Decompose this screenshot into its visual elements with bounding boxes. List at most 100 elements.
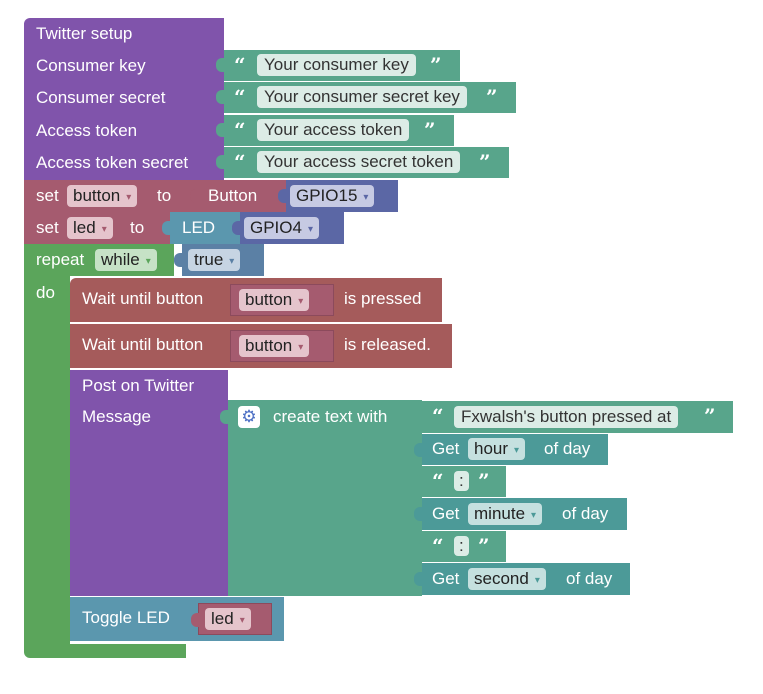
time-unit-dropdown-hour[interactable]: hour▾ [468,438,526,460]
button-var-slot[interactable]: button▾ [230,330,334,362]
variable-dropdown-led[interactable]: led ▾ [205,608,251,630]
colon-text-input[interactable]: : [454,471,469,491]
close-quote-icon: ” [430,53,442,77]
caret-down-icon: ▾ [126,192,132,203]
close-quote-icon: ” [478,534,490,558]
create-text-label: create text with [273,407,388,426]
close-quote-icon: ” [424,118,436,142]
wait-suffix: is released. [344,335,431,354]
connector-notch [414,443,422,457]
set-led-block[interactable]: set led▾ to [24,212,170,244]
set-button-block[interactable]: set button▾ to [24,180,198,212]
connector-notch [162,221,170,235]
post-on-twitter-block[interactable]: Post on Twitter Message [70,370,228,596]
do-label: do [36,283,55,302]
connector-notch [414,507,422,521]
text-block-colon[interactable]: “ : ” [414,466,506,497]
get-hour-block[interactable]: Get hour▾ of day [414,434,608,465]
access-token-secret-text-block[interactable]: “ Your access secret token ” [216,147,509,178]
access-token-input[interactable]: Your access token [257,119,410,141]
connector-notch [414,475,422,489]
toggle-led-block[interactable]: Toggle LED led ▾ [70,597,284,641]
access-token-text-block[interactable]: “ Your access token ” [216,115,454,146]
open-quote-icon: “ [432,469,444,493]
message-text-input[interactable]: Fxwalsh's button pressed at [454,406,679,428]
led-constructor-block[interactable]: LED GPIO4▾ [162,212,344,244]
loop-mode-dropdown[interactable]: while▾ [95,249,157,271]
consumer-key-input[interactable]: Your consumer key [257,54,416,76]
close-quote-icon: ” [478,469,490,493]
led-var-slot[interactable]: led ▾ [191,603,272,635]
get-second-block[interactable]: Get second▾ of day [414,563,630,595]
variable-name: button [245,290,293,309]
open-quote-icon: “ [234,150,246,174]
open-quote-icon: “ [234,85,246,109]
get-minute-block[interactable]: Get minute▾ of day [414,498,627,530]
connector-notch [216,155,224,169]
time-unit-value: second [474,569,529,588]
text-block-prefix[interactable]: “ Fxwalsh's button pressed at ” [414,401,733,433]
connector-notch [190,189,198,203]
get-label: Get [432,504,460,523]
connector-notch [191,613,199,627]
consumer-secret-text-block[interactable]: “ Your consumer secret key ” [216,82,516,113]
variable-dropdown-button[interactable]: button▾ [239,335,310,357]
toggle-label: Toggle LED [82,608,170,627]
variable-dropdown-button[interactable]: button▾ [67,185,138,207]
wait-suffix: is pressed [344,289,422,308]
button-constructor-block[interactable]: Button GPIO15 ▾ [190,180,398,212]
repeat-body-spine [24,276,70,646]
time-unit-value: hour [474,439,509,458]
time-unit-dropdown-minute[interactable]: minute▾ [468,503,543,525]
open-quote-icon: “ [432,404,444,428]
condition-block[interactable]: true▾ [174,244,264,276]
pin-value: GPIO15 [296,186,358,205]
pin-dropdown[interactable]: GPIO4▾ [244,217,319,239]
colon-text-input[interactable]: : [454,536,469,556]
wait-released-block[interactable]: Wait until button button▾ is released. [70,324,452,368]
repeat-while-header[interactable]: repeat while▾ [24,244,174,276]
repeat-footer [24,644,186,658]
of-day-label: of day [544,439,591,458]
button-var-slot[interactable]: button▾ [230,284,334,316]
connector-notch [216,58,224,72]
caret-down-icon: ▾ [363,192,369,203]
open-quote-icon: “ [234,118,246,142]
open-quote-icon: “ [234,53,246,77]
variable-dropdown-button[interactable]: button▾ [239,289,310,311]
condition-dropdown[interactable]: true▾ [188,249,241,271]
connector-notch [220,410,228,424]
connector-notch [232,221,240,235]
button-type-label: Button [208,186,258,205]
set-label: set [36,186,59,205]
consumer-secret-input[interactable]: Your consumer secret key [257,86,467,108]
caret-down-icon: ▾ [239,615,245,626]
access-token-secret-input[interactable]: Your access secret token [257,151,461,173]
consumer-key-text-block[interactable]: “ Your consumer key ” [216,50,460,81]
wait-pressed-block[interactable]: Wait until button button▾ is pressed [70,278,442,322]
variable-dropdown-led[interactable]: led▾ [67,217,113,239]
wait-label: Wait until button [82,335,204,354]
connector-notch [216,123,224,137]
variable-name: led [73,218,96,237]
consumer-secret-label: Consumer secret [36,88,166,107]
twitter-setup-block[interactable]: Twitter setup Consumer key Consumer secr… [24,18,224,180]
connector-notch [414,410,422,424]
close-quote-icon: ” [704,404,716,428]
consumer-key-label: Consumer key [36,56,146,75]
connector-notch [174,253,182,267]
time-unit-dropdown-second[interactable]: second ▾ [468,568,546,590]
gpio15-block[interactable]: GPIO15 ▾ [278,180,398,212]
access-token-secret-label: Access token secret [36,153,189,172]
get-label: Get [432,569,460,588]
caret-down-icon: ▾ [307,224,313,235]
caret-down-icon: ▾ [534,575,540,586]
gear-icon[interactable]: ⚙ [238,406,260,428]
variable-name: led [211,609,234,628]
create-text-with-block[interactable]: ⚙ create text with [220,400,422,596]
to-label: to [157,186,172,205]
pin-dropdown[interactable]: GPIO15 ▾ [290,185,375,207]
text-block-colon[interactable]: “ : ” [414,531,506,562]
loop-mode-value: while [101,250,140,269]
gpio4-block[interactable]: GPIO4▾ [232,212,344,244]
